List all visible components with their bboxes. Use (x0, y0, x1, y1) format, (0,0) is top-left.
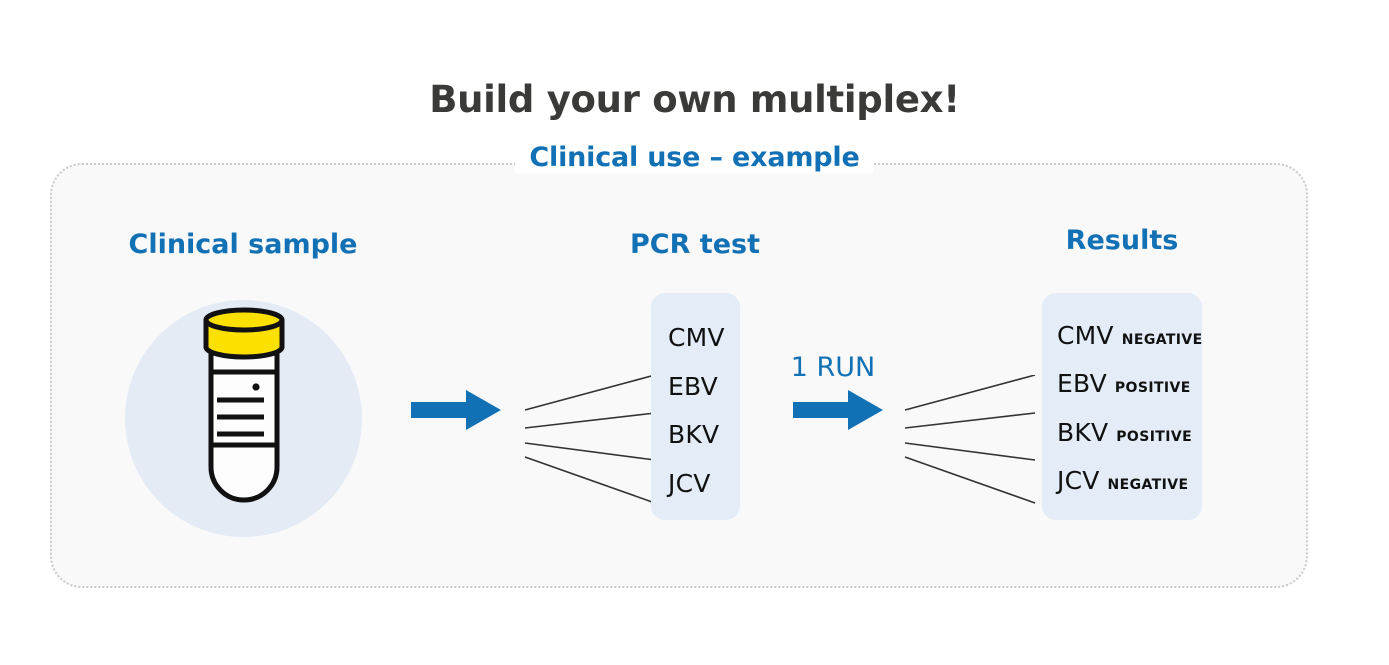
column-heading-pcr-test: PCR test (630, 229, 760, 260)
pcr-target-row: JCV (668, 469, 711, 498)
result-status-badge: POSITIVE (1114, 380, 1191, 396)
column-heading-clinical-sample: Clinical sample (128, 229, 358, 260)
result-status-badge: NEGATIVE (1121, 332, 1203, 348)
pcr-target-name: CMV (668, 323, 725, 352)
pcr-target-panel (651, 293, 740, 520)
result-target-name: JCV (1057, 466, 1100, 495)
result-status-badge: NEGATIVE (1107, 477, 1189, 493)
result-target-name: EBV (1057, 369, 1107, 398)
pcr-target-row: CMV (668, 323, 725, 352)
pcr-target-name: EBV (668, 372, 718, 401)
page-title: Build your own multiplex! (429, 78, 960, 121)
result-row: CMV NEGATIVE (1057, 321, 1203, 350)
page-subtitle-text: Clinical use – example (515, 142, 874, 173)
column-heading-results: Results (1065, 225, 1179, 256)
right-arrow-icon-2 (793, 390, 883, 430)
fan-lines-results (904, 375, 1036, 504)
pcr-target-row: BKV (668, 420, 719, 449)
result-status-badge: POSITIVE (1116, 429, 1193, 445)
result-row: JCV NEGATIVE (1057, 466, 1188, 495)
result-row: BKV POSITIVE (1057, 418, 1192, 447)
specimen-tube-icon (203, 307, 285, 503)
pcr-target-name: BKV (668, 420, 720, 449)
fan-lines-pcr (524, 375, 656, 504)
pcr-target-name: JCV (668, 469, 711, 498)
run-label: 1 RUN (790, 352, 876, 383)
pcr-target-row: EBV (668, 372, 718, 401)
right-arrow-icon-1 (411, 390, 501, 430)
result-target-name: BKV (1057, 418, 1109, 447)
result-target-name: CMV (1057, 321, 1114, 350)
result-row: EBV POSITIVE (1057, 369, 1191, 398)
page-subtitle: Clinical use – example (0, 142, 1389, 173)
results-panel (1042, 293, 1202, 520)
